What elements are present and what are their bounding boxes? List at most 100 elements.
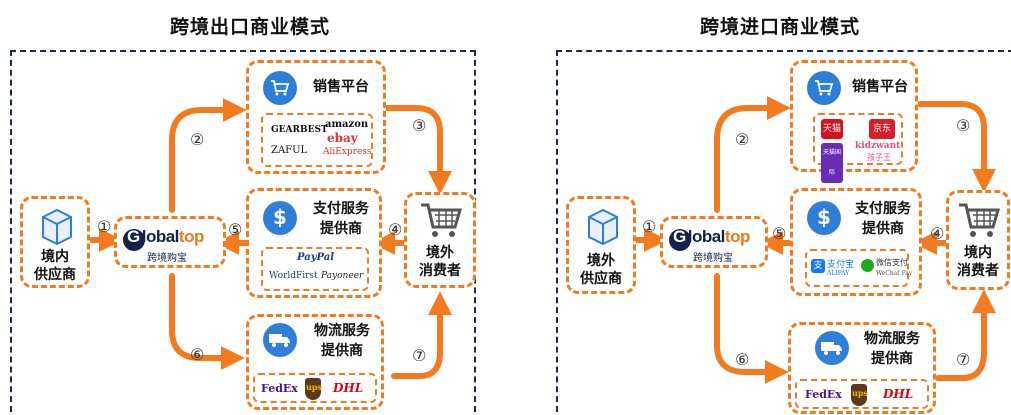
export-title: 跨境出口商业模式: [169, 16, 330, 38]
right-step-5: ⑤: [772, 224, 787, 243]
right-step-7: ⑦: [956, 350, 971, 369]
left-step-4: ④: [388, 220, 403, 239]
ups-shield-icon: [305, 378, 321, 400]
import-panel: [556, 50, 1011, 412]
right-logistics-line1: 物流服务: [864, 331, 920, 347]
right-supplier-line2: 供应商: [580, 271, 622, 287]
right-step-3: ③: [956, 116, 971, 135]
right-payment-box: $ 支付服务 提供商 支 支付宝 ALIPAY 微信支付 WeChat Pay: [790, 188, 922, 296]
logo-haiziwang: 孩子王: [867, 153, 891, 162]
left-payment-box: $ 支付服务 提供商 PayPal WorldFirst Payoneer: [246, 188, 382, 298]
globe-icon: [123, 229, 145, 251]
logo-payoneer: Payoneer: [321, 271, 364, 281]
logo-alipay-en: ALIPAY: [827, 270, 850, 277]
left-sales-box: 销售平台 GEARBEST amazon ebay ZAFUL AliExpre…: [246, 60, 386, 174]
right-sales-logos: 天猫 京东 天猫国际 kidzwant 孩子王: [813, 113, 903, 183]
right-hub-sub: 跨境购宝: [693, 253, 733, 264]
ups-shield-icon: [851, 384, 867, 406]
logo-tmall-global: 天猫国际: [821, 143, 843, 183]
right-sales-box: 销售平台 天猫 京东 天猫国际 kidzwant 孩子王: [790, 60, 918, 183]
logo-alipay-cn: 支付宝: [827, 260, 855, 270]
left-supplier-line2: 供应商: [34, 267, 76, 283]
cart-icon: [263, 71, 297, 105]
left-payment-logos: PayPal WorldFirst Payoneer: [261, 247, 369, 291]
dollar-icon: $: [263, 201, 297, 235]
box-icon: [588, 208, 618, 245]
cart-icon: [807, 71, 841, 105]
right-step-4: ④: [930, 224, 945, 243]
left-sales-label: 销售平台: [313, 79, 369, 95]
truck-icon: [815, 331, 849, 365]
logo-aliexpress: AliExpress: [323, 147, 372, 157]
left-consumer-line2: 消费者: [419, 263, 461, 279]
right-supplier-box: 境外 供应商: [566, 196, 636, 294]
right-consumer-line1: 境内: [964, 245, 992, 261]
dollar-icon: $: [807, 201, 841, 235]
left-step-1: ①: [97, 217, 112, 236]
left-logistics-box: 物流服务 提供商 FedEx ups DHL: [246, 314, 384, 410]
left-logistics-logos: FedEx ups DHL: [253, 373, 377, 403]
right-logistics-logos: FedEx ups DHL: [795, 379, 929, 409]
right-logistics-box: 物流服务 提供商 FedEx ups DHL: [788, 322, 936, 414]
logo-fedex: FedEx: [805, 388, 842, 401]
truck-icon: [263, 323, 297, 357]
left-consumer-box: 境外 消费者: [404, 192, 476, 288]
left-consumer-line1: 境外: [426, 245, 454, 261]
import-title: 跨境进口商业模式: [699, 16, 860, 38]
wechat-pay-icon: [861, 259, 874, 272]
logo-wechatpay-en: WeChat Pay: [876, 270, 913, 277]
left-step-6: ⑥: [190, 345, 205, 364]
right-supplier-line1: 境外: [587, 253, 615, 269]
shopping-cart-icon: [959, 203, 1001, 237]
right-payment-line1: 支付服务: [855, 201, 911, 217]
logo-jd: 京东: [869, 119, 895, 139]
logo-worldfirst: WorldFirst: [269, 271, 318, 281]
logo-paypal: PayPal: [297, 252, 335, 263]
logo-ups: ups: [852, 388, 868, 398]
left-step-3: ③: [412, 116, 427, 135]
left-sales-logos: GEARBEST amazon ebay ZAFUL AliExpress: [261, 113, 373, 167]
left-arrow-6: [169, 273, 245, 370]
left-payment-line1: 支付服务: [313, 201, 369, 217]
right-consumer-line2: 消费者: [957, 263, 999, 279]
logo-wechatpay-cn: 微信支付: [876, 258, 908, 267]
left-arrow-2: [169, 98, 247, 213]
left-logistics-line2: 提供商: [321, 343, 363, 359]
right-consumer-box: 境内 消费者: [946, 190, 1010, 290]
left-hub-sub: 跨境购宝: [147, 253, 187, 264]
left-supplier-line1: 境内: [41, 249, 69, 265]
logo-dhl: DHL: [883, 387, 914, 401]
right-logistics-line2: 提供商: [871, 351, 913, 367]
globe-icon: [669, 229, 691, 251]
left-supplier-box: 境内 供应商: [20, 196, 90, 288]
logo-fedex: FedEx: [261, 382, 298, 395]
left-step-5: ⑤: [228, 220, 243, 239]
right-arrow-7: [935, 289, 996, 381]
logo-zaful: ZAFUL: [271, 145, 308, 156]
right-step-1: ①: [642, 217, 657, 236]
left-arrow-3: [383, 105, 452, 195]
logo-ups: ups: [306, 382, 322, 392]
box-icon: [42, 208, 72, 245]
right-payment-line2: 提供商: [862, 221, 904, 237]
right-step-2: ②: [735, 130, 750, 149]
alipay-icon: 支: [811, 259, 825, 273]
right-arrow-6: [714, 273, 789, 384]
logo-amazon: amazon: [325, 119, 369, 130]
logo-ebay: ebay: [327, 131, 358, 145]
right-arrow-3: [917, 101, 996, 193]
shopping-cart-icon: [421, 203, 463, 237]
logo-tmall: 天猫: [821, 119, 843, 139]
right-arrow-2: [714, 96, 791, 213]
left-step-2: ②: [190, 130, 205, 149]
right-payment-logos: 支 支付宝 ALIPAY 微信支付 WeChat Pay: [805, 249, 913, 287]
left-payment-line2: 提供商: [320, 221, 362, 237]
left-logistics-line1: 物流服务: [314, 323, 370, 339]
logo-dhl: DHL: [333, 381, 364, 395]
logo-gearbest: GEARBEST: [271, 125, 328, 135]
